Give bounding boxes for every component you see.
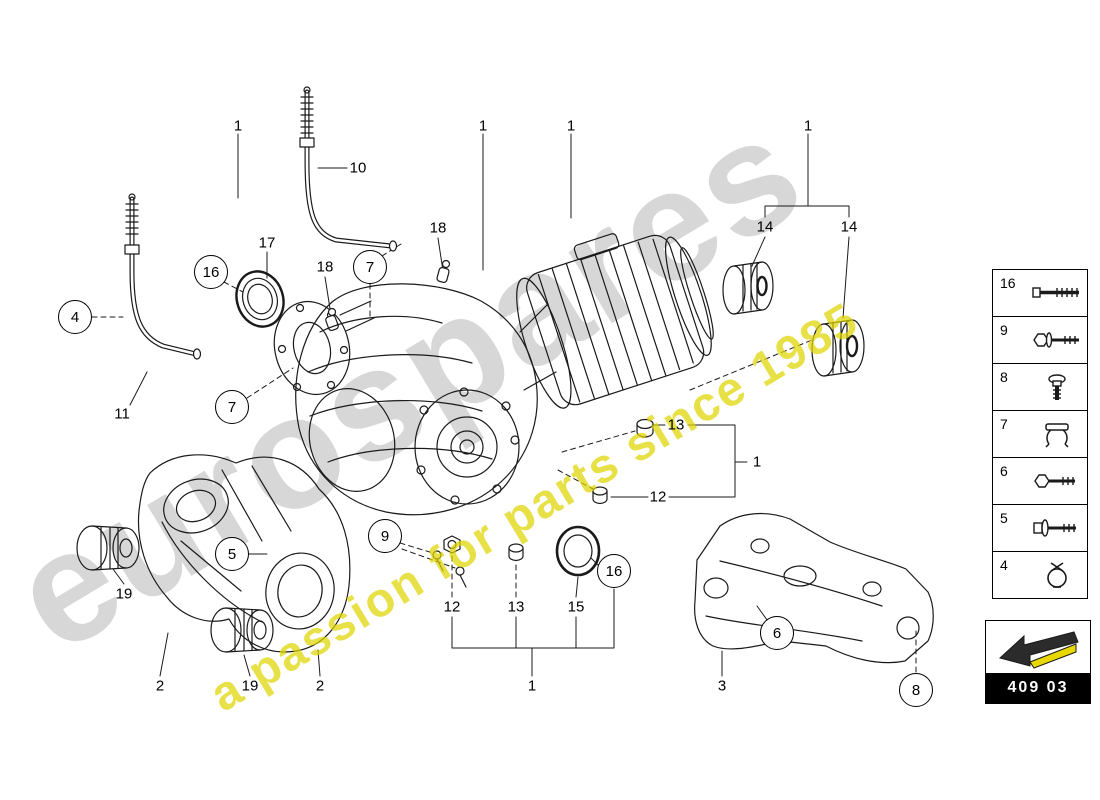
callout-1[interactable]: 1 (752, 453, 762, 471)
callout-15[interactable]: 15 (567, 598, 585, 616)
callout-17[interactable]: 17 (258, 234, 276, 252)
callout-18[interactable]: 18 (429, 219, 447, 237)
nut-12b (443, 535, 461, 554)
sidebar-item-label: 4 (1000, 557, 1008, 573)
vent-fitting-18a (325, 307, 339, 332)
differential-housing (295, 283, 557, 516)
crossmember (694, 513, 934, 664)
leader-lines (112, 133, 850, 677)
short-screw-icon (1029, 371, 1085, 410)
callout-6[interactable]: 6 (760, 616, 794, 650)
sidebar-item-8[interactable]: 8 (992, 363, 1088, 411)
callout-1[interactable]: 1 (566, 117, 576, 135)
callout-19[interactable]: 19 (241, 677, 259, 695)
sidebar-item-5[interactable]: 5 (992, 504, 1088, 552)
hex-bolt-icon (1029, 465, 1085, 504)
callout-2[interactable]: 2 (155, 677, 165, 695)
part-code: 409 03 (986, 673, 1090, 703)
callout-5[interactable]: 5 (215, 537, 249, 571)
small-bolts (432, 550, 467, 588)
support-bracket (137, 454, 351, 653)
fastener-sidebar: 16 9 (992, 269, 1088, 599)
spring-clamp-icon (1029, 559, 1085, 598)
plug-13a (636, 418, 654, 438)
sidebar-item-label: 8 (1000, 369, 1008, 385)
callout-12[interactable]: 12 (443, 598, 461, 616)
sidebar-item-16[interactable]: 16 (992, 269, 1088, 317)
bushing-19a (76, 525, 140, 571)
callout-1[interactable]: 1 (233, 117, 243, 135)
callout-18[interactable]: 18 (316, 258, 334, 276)
callout-1[interactable]: 1 (527, 677, 537, 695)
callout-11[interactable]: 11 (114, 405, 130, 423)
callout-14[interactable]: 14 (840, 218, 858, 236)
sidebar-item-label: 16 (1000, 275, 1016, 291)
sidebar-item-label: 5 (1000, 510, 1008, 526)
callout-4[interactable]: 4 (58, 300, 92, 334)
callout-12[interactable]: 12 (649, 488, 667, 506)
sidebar-item-label: 7 (1000, 416, 1008, 432)
callout-2[interactable]: 2 (315, 677, 325, 695)
callout-7[interactable]: 7 (215, 390, 249, 424)
sidebar-item-label: 9 (1000, 322, 1008, 338)
callout-13[interactable]: 13 (507, 598, 525, 616)
dashed-leader-lines (91, 243, 917, 673)
sidebar-item-9[interactable]: 9 (992, 316, 1088, 364)
hex-bolt-washer-icon (1029, 324, 1085, 363)
callout-19[interactable]: 19 (115, 585, 133, 603)
callout-8[interactable]: 8 (899, 673, 933, 707)
callout-3[interactable]: 3 (717, 677, 727, 695)
drive-unit (516, 233, 714, 409)
callout-9[interactable]: 9 (368, 519, 402, 553)
long-bolt-icon (1029, 277, 1085, 316)
callout-16[interactable]: 16 (194, 255, 228, 289)
bolt-captive-washer-icon (1029, 512, 1085, 551)
bushing-14a (722, 261, 774, 315)
callout-7[interactable]: 7 (353, 250, 387, 284)
sidebar-item-6[interactable]: 6 (992, 457, 1088, 505)
vent-tube-upper (299, 86, 398, 252)
plug-13b (508, 543, 524, 562)
sidebar-item-4[interactable]: 4 (992, 551, 1088, 599)
hose-clamp-icon (1029, 418, 1085, 457)
callout-14[interactable]: 14 (756, 218, 774, 236)
callout-10[interactable]: 10 (349, 159, 367, 177)
part-code-panel: 409 03 (985, 620, 1091, 704)
seal-ring-17 (235, 270, 285, 328)
bushing-14b (811, 319, 865, 377)
callout-13[interactable]: 13 (667, 416, 685, 434)
seal-ring-15 (555, 525, 601, 577)
bushing-19b (210, 607, 274, 653)
plug-12a (592, 486, 608, 505)
sidebar-item-7[interactable]: 7 (992, 410, 1088, 458)
vent-tube-lower (124, 193, 202, 360)
sidebar-item-label: 6 (1000, 463, 1008, 479)
callout-1[interactable]: 1 (478, 117, 488, 135)
callout-16[interactable]: 16 (597, 554, 631, 588)
vent-fitting-18b (436, 259, 451, 283)
direction-arrow-icon (986, 621, 1090, 673)
side-flange (273, 300, 351, 396)
callout-1[interactable]: 1 (803, 117, 813, 135)
